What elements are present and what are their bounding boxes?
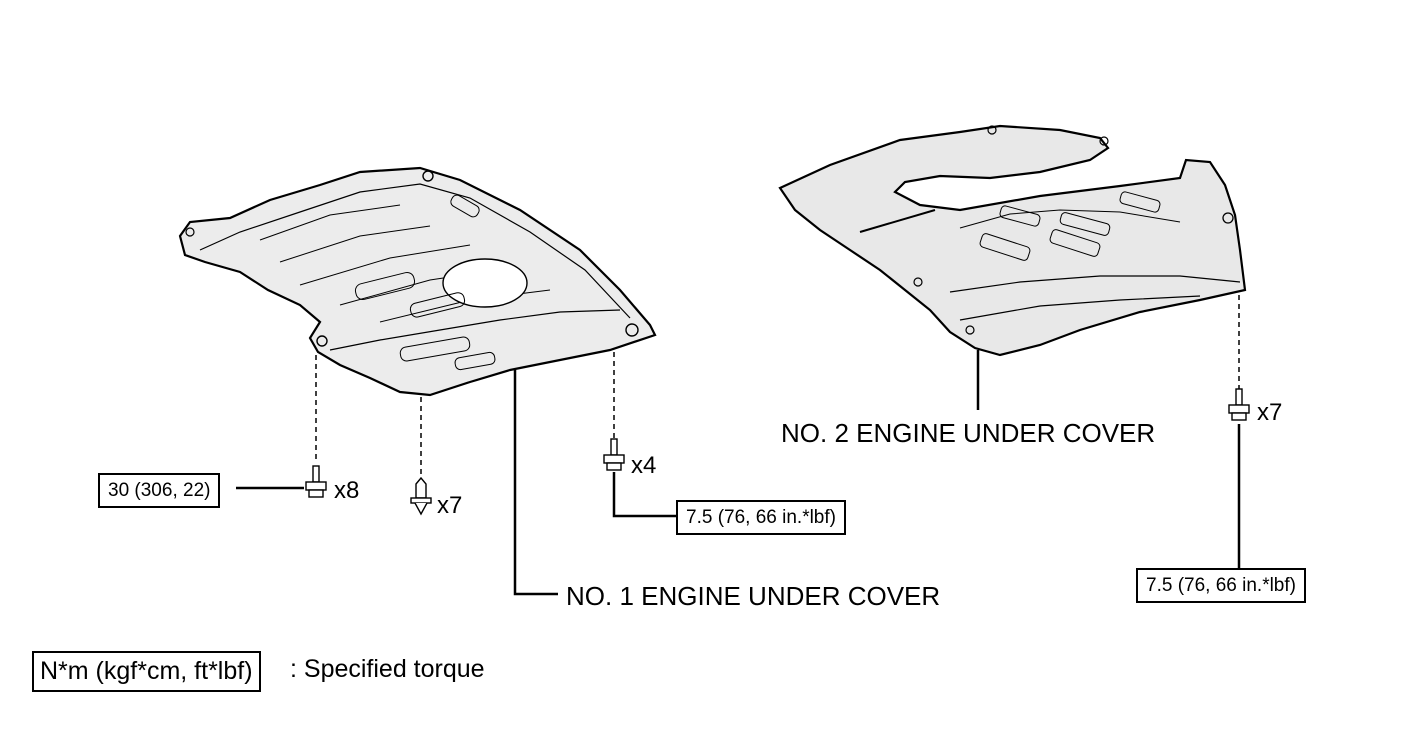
legend-description: : Specified torque	[290, 655, 485, 683]
label-no1-engine-under-cover: NO. 1 ENGINE UNDER COVER	[566, 581, 941, 611]
quantity-x7-right: x7	[1257, 399, 1283, 426]
bolt-x4-icon	[603, 438, 625, 471]
legend-units-box: N*m (kgf*cm, ft*lbf)	[32, 651, 261, 692]
torque-box-x8: 30 (306, 22)	[98, 473, 221, 508]
leader-line-x4	[612, 472, 678, 518]
leader-lines	[236, 350, 1241, 596]
torque-box-x4: 7.5 (76, 66 in.*lbf)	[676, 500, 846, 535]
quantity-x8: x8	[334, 477, 360, 504]
quantity-x7: x7	[437, 492, 463, 519]
leader-line-no1-cover	[513, 370, 558, 596]
label-no2-engine-under-cover: NO. 2 ENGINE UNDER COVER	[781, 418, 1156, 448]
bolt-x7-right-icon	[1228, 388, 1250, 421]
no1-engine-under-cover-illustration	[178, 166, 657, 397]
torque-box-x7-right: 7.5 (76, 66 in.*lbf)	[1136, 568, 1306, 603]
quantity-x4: x4	[631, 452, 657, 479]
bolt-x8-icon	[305, 465, 327, 498]
dashed-alignment-lines	[315, 295, 1240, 480]
clip-x7-icon	[410, 476, 432, 516]
no2-engine-under-cover-illustration	[778, 124, 1247, 357]
